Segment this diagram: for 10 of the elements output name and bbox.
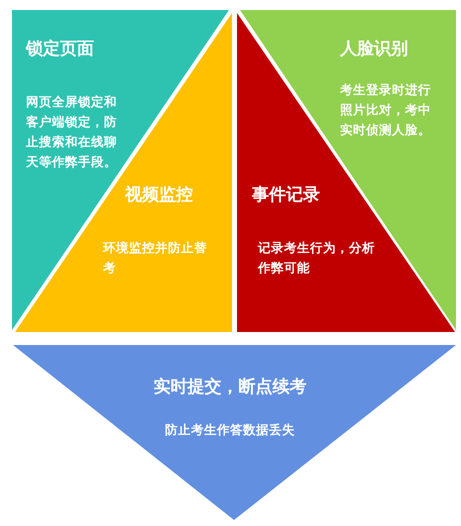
panel-heading: 人脸识别 bbox=[340, 38, 408, 60]
panel-heading: 实时提交，断点续考 bbox=[152, 376, 308, 398]
panel-description: 环境监控并防止替考 bbox=[103, 239, 207, 277]
panel-heading: 锁定页面 bbox=[26, 38, 94, 60]
panel-description: 防止考生作答数据丢失 bbox=[164, 421, 296, 439]
panel-heading: 事件记录 bbox=[252, 184, 320, 206]
panel-heading: 视频监控 bbox=[125, 184, 193, 206]
panel-description: 网页全屏锁定和客户端锁定，防止搜索和在线聊天等作弊手段。 bbox=[26, 93, 118, 171]
panel-description: 考生登录时进行照片比对，考中实时侦测人脸。 bbox=[340, 81, 432, 139]
panel-description: 记录考生行为，分析作弊可能 bbox=[258, 239, 376, 277]
